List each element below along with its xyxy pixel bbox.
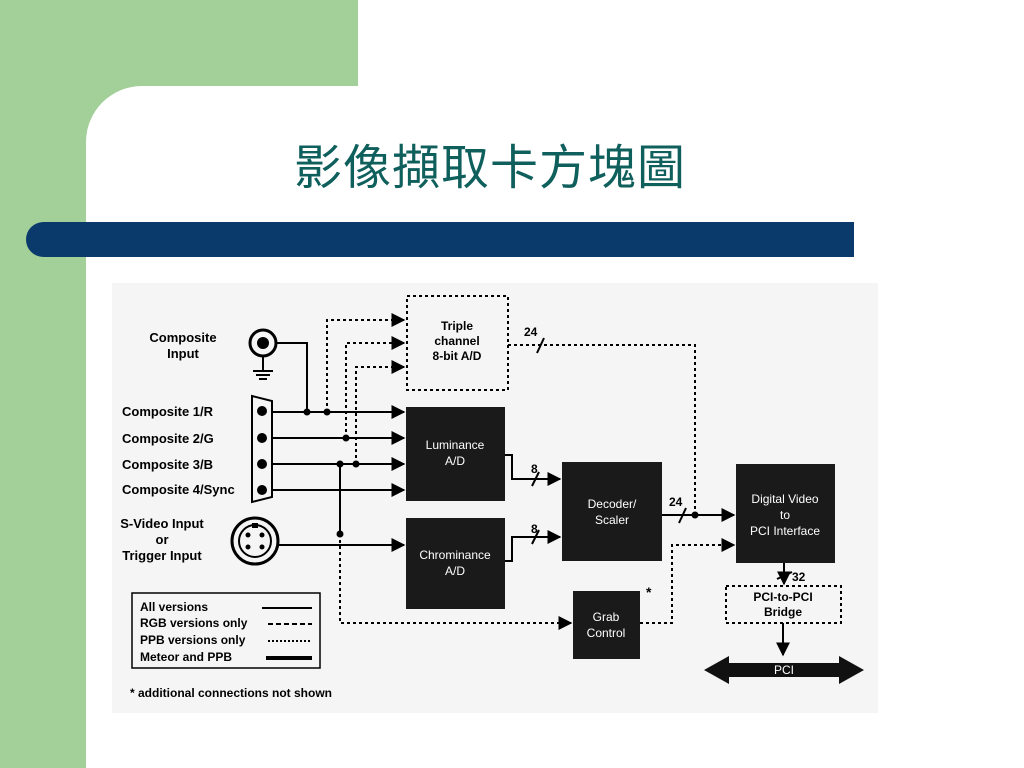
- rca-connector-icon: [248, 328, 278, 380]
- grab-control-block: [573, 591, 640, 659]
- solid-connections: [272, 342, 791, 657]
- composite-input-label-1: Composite: [149, 330, 216, 345]
- chrominance-ad-block: [406, 518, 505, 609]
- digital-video-label-2: to: [780, 508, 790, 522]
- dv-bus-width: 32: [792, 570, 806, 584]
- decoder-label-2: Scaler: [595, 513, 629, 527]
- legend-item-4: Meteor and PPB: [140, 650, 232, 664]
- composite-2-label: Composite 2/G: [122, 431, 214, 446]
- triple-ad-label-3: 8-bit A/D: [433, 349, 482, 363]
- grab-label-2: Control: [587, 626, 626, 640]
- lum-bus-width: 8: [531, 462, 538, 476]
- dotted-connections: [326, 313, 736, 630]
- digital-video-label-1: Digital Video: [751, 492, 818, 506]
- pin-2-icon: [257, 433, 267, 443]
- svideo-connector-icon: [230, 516, 280, 566]
- chrominance-label-2: A/D: [445, 564, 465, 578]
- luminance-label-1: Luminance: [426, 438, 485, 452]
- title-divider-bar: [26, 222, 854, 257]
- digital-video-label-3: PCI Interface: [750, 524, 820, 538]
- legend-item-1: All versions: [140, 600, 208, 614]
- pci-bridge-block: [725, 585, 842, 624]
- bridge-label-1: PCI-to-PCI: [753, 590, 812, 604]
- triple-bus-width: 24: [524, 325, 538, 339]
- slide-title: 影像擷取卡方塊圖: [293, 140, 686, 196]
- digital-video-pci-block: [736, 464, 835, 563]
- composite-4-label: Composite 4/Sync: [122, 482, 235, 497]
- chrom-bus-width: 8: [531, 522, 538, 536]
- luminance-ad-block: [406, 407, 505, 501]
- legend-item-3: PPB versions only: [140, 633, 246, 647]
- decoder-scaler-block: [562, 462, 662, 561]
- luminance-label-2: A/D: [445, 454, 465, 468]
- grab-asterisk: *: [646, 584, 652, 600]
- pin-3-icon: [257, 459, 267, 469]
- diagram-canvas: Composite Input Composite 1/R Composite …: [120, 295, 864, 700]
- db-connector-icon: [251, 394, 273, 504]
- svideo-label-2: or: [156, 532, 169, 547]
- legend-footnote: * additional connections not shown: [130, 686, 332, 700]
- svideo-label-1: S-Video Input: [120, 516, 204, 531]
- triple-ad-label-2: channel: [434, 334, 479, 348]
- pci-label: PCI: [774, 663, 794, 677]
- legend-box: [131, 592, 321, 669]
- bridge-label-2: Bridge: [764, 605, 802, 619]
- composite-input-label-2: Input: [167, 346, 199, 361]
- pin-1-icon: [257, 406, 267, 416]
- composite-1-label: Composite 1/R: [122, 404, 214, 419]
- svideo-label-3: Trigger Input: [122, 548, 202, 563]
- block-diagram: Composite Input Composite 1/R Composite …: [112, 283, 878, 713]
- bus-slash-marks: [531, 337, 793, 580]
- chrominance-label-1: Chrominance: [419, 548, 491, 562]
- decoder-label-1: Decoder/: [588, 497, 637, 511]
- decoder-bus-width: 24: [669, 495, 683, 509]
- legend-item-2: RGB versions only: [140, 616, 248, 630]
- triple-ad-block: [406, 295, 509, 391]
- grab-label-1: Grab: [593, 610, 620, 624]
- composite-3-label: Composite 3/B: [122, 457, 213, 472]
- pin-4-icon: [257, 485, 267, 495]
- triple-ad-label-1: Triple: [441, 319, 473, 333]
- pci-bus-arrow: [704, 656, 864, 684]
